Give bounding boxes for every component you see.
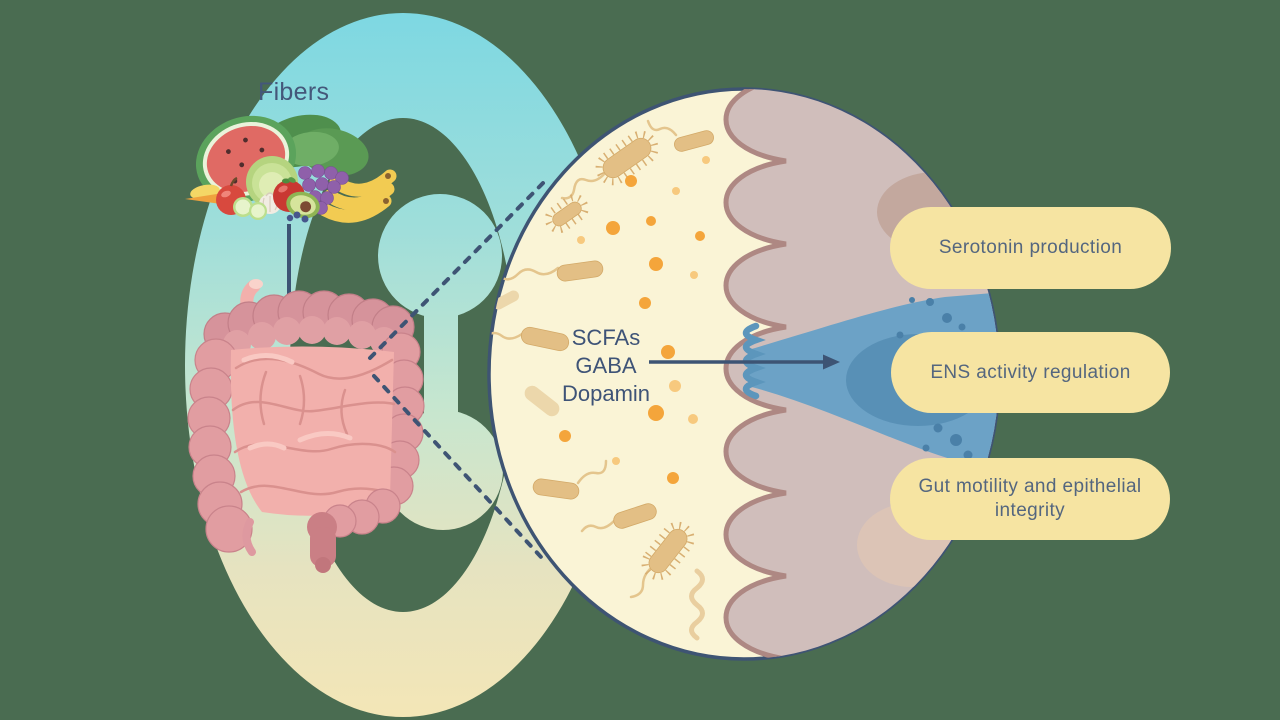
- outcome-label: ENS activity regulation: [930, 361, 1131, 383]
- outcome-pill-gut-motility-epithelial-integrity: Gut motility and epithelial integrity: [890, 458, 1170, 540]
- outcome-pill-serotonin-production: Serotonin production: [890, 207, 1171, 289]
- intestine-icon: [187, 279, 425, 573]
- outcome-pill-ens-activity-regulation: ENS activity regulation: [891, 332, 1170, 413]
- outcome-label: Serotonin production: [938, 237, 1123, 258]
- fruits-and-vegetables-icon: [185, 114, 397, 223]
- molecule-label-gaba: GABA: [575, 353, 637, 378]
- outcome-label: Gut motility and epithelial integrity: [918, 476, 1142, 521]
- molecule-label-dopamin: Dopamin: [561, 381, 651, 406]
- neurotransmitter-labels: SCFAs GABA Dopamin: [562, 324, 650, 408]
- molecules-to-ens-arrow-icon: [649, 354, 840, 370]
- magnifier-guide-lines: [368, 175, 551, 559]
- molecule-dots: [559, 156, 710, 484]
- molecule-label-scfas: SCFAs: [571, 325, 641, 350]
- fibers-label: Fibers: [258, 78, 330, 106]
